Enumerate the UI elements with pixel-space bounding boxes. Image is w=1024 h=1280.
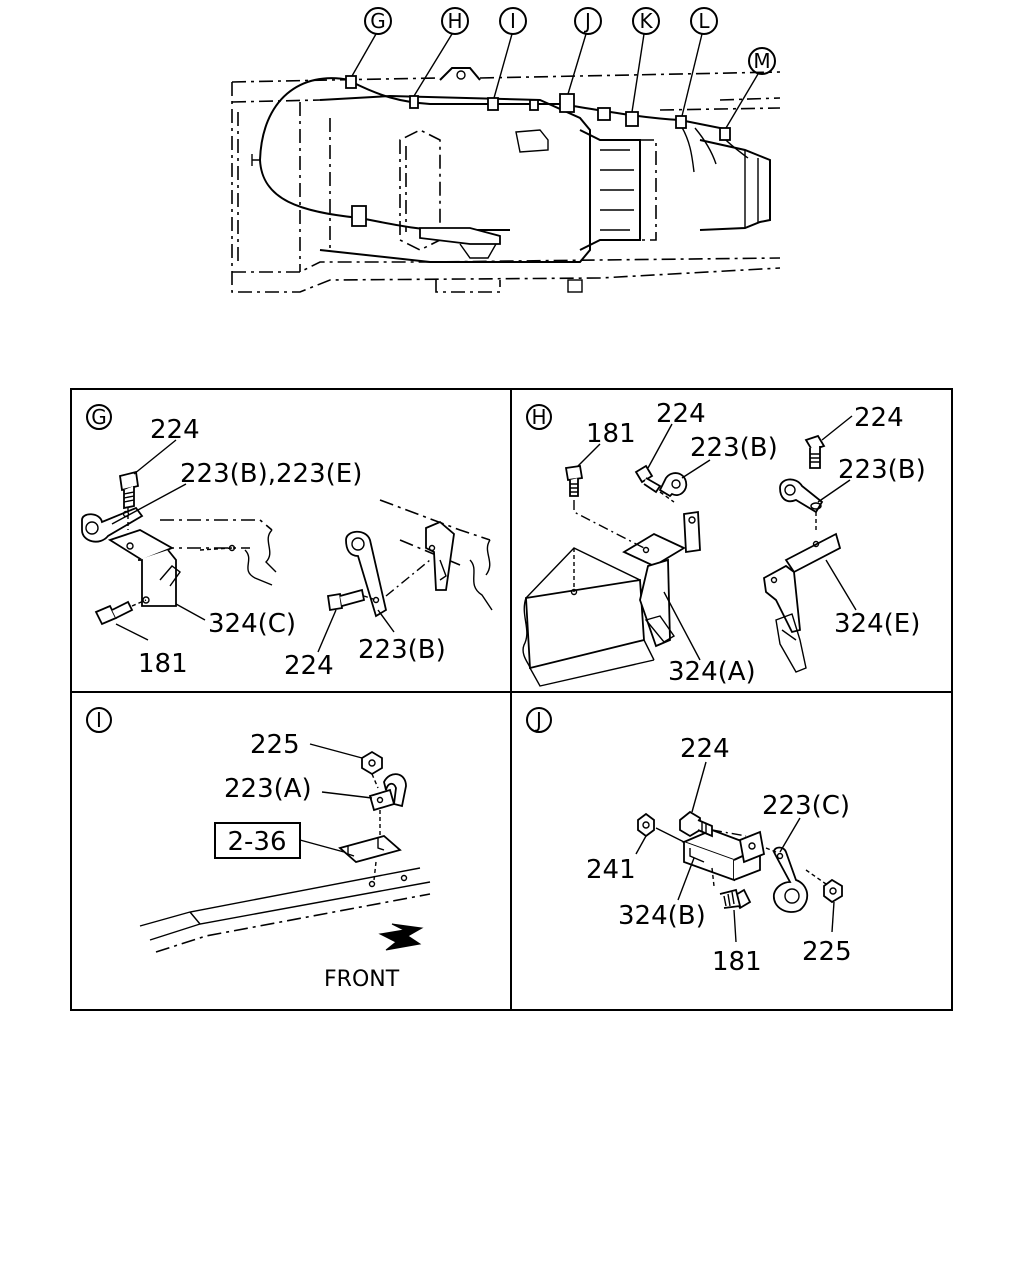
panel-g: G [81,404,493,681]
callout-k-letter: K [639,9,653,33]
callout-j: J [567,7,602,95]
detail-grid [70,388,953,1011]
label-224-right: 224 [854,403,904,433]
callout-i-letter: I [510,9,516,33]
label-223b-right: 223(B) [358,635,446,665]
callout-m: M [725,47,776,129]
callout-g-letter: G [370,9,386,33]
label-224-right: 224 [284,651,334,681]
panel-j-letter: J [534,708,542,732]
callout-h: H [413,7,469,97]
reference-2-36: 2-36 [227,827,286,857]
callout-k: K [631,7,660,113]
label-181: 181 [712,947,762,977]
label-223a: 223(A) [224,774,312,804]
callout-h-letter: H [447,9,462,33]
callout-l: L [681,7,718,117]
label-225: 225 [802,937,852,967]
label-224: 224 [150,415,200,445]
label-224-mid: 224 [656,399,706,429]
panel-j: J [526,707,852,977]
panel-i: I 2-36 FRONT 225 223(A) [86,707,431,992]
label-181: 181 [586,419,636,449]
label-223c: 223(C) [762,791,850,821]
label-223b-right: 223(B) [838,455,926,485]
callout-m-letter: M [753,49,770,73]
callout-i: I [493,7,527,99]
panel-h-letter: H [531,405,546,429]
label-223b-mid: 223(B) [690,433,778,463]
front-label: FRONT [324,967,400,992]
label-324b: 324(B) [618,901,706,931]
label-241: 241 [586,855,636,885]
label-324c: 324(C) [208,609,296,639]
label-324e: 324(E) [834,609,920,639]
chassis-overview: G H I J K L M [231,7,781,293]
label-225: 225 [250,730,300,760]
label-224: 224 [680,734,730,764]
callout-g: G [351,7,392,77]
callout-j-letter: J [583,9,591,33]
panel-i-letter: I [96,708,102,732]
label-324a: 324(A) [668,657,756,687]
panel-h: H [522,399,926,687]
panel-g-letter: G [91,405,107,429]
front-arrow-icon [378,923,424,951]
label-181: 181 [138,649,188,679]
label-223b-223e: 223(B),223(E) [180,459,362,489]
callout-l-letter: L [698,9,710,33]
